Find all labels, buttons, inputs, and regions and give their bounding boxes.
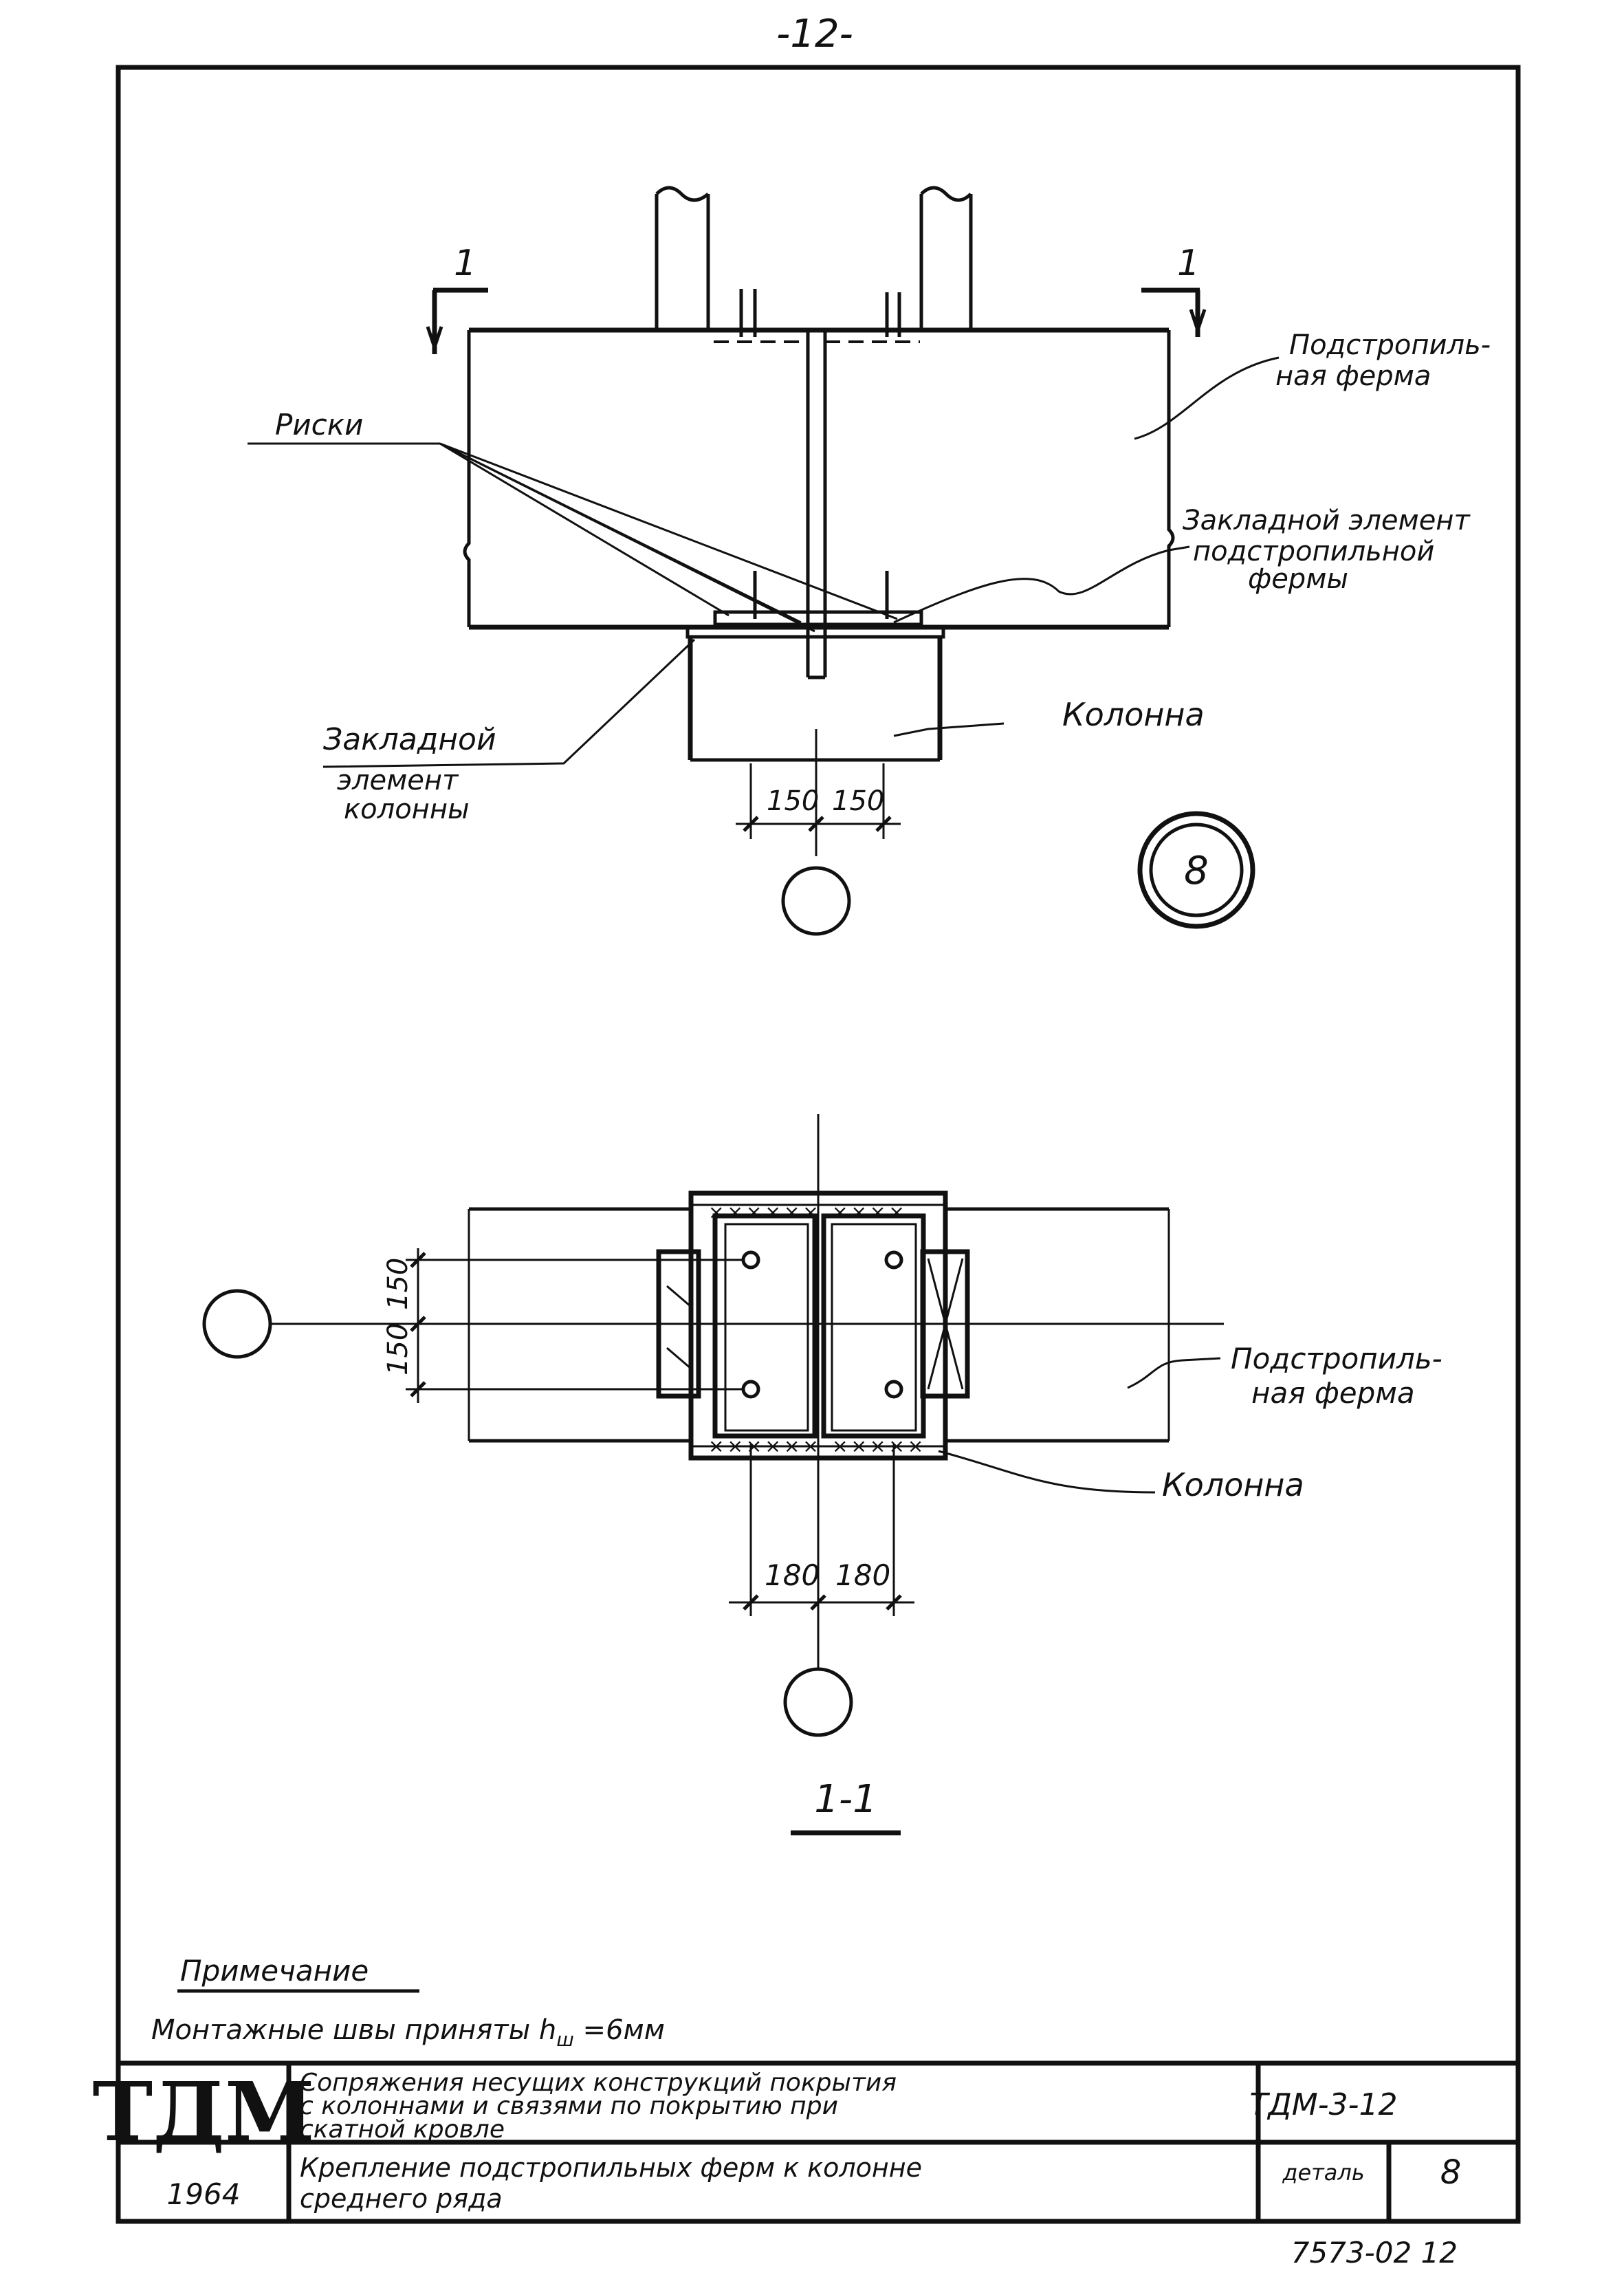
title-block: ТДМ 1964 Сопряжения несущих конструкций … (92, 2060, 1518, 2221)
label-truss-embed-2: подстропильной (1193, 536, 1434, 567)
dim-150-left: 150 (767, 785, 819, 817)
label-column-embed-1: Закладной (323, 722, 496, 757)
dimension-plan-vertical: 150 150 (382, 1248, 743, 1403)
axis-marker-horizontal (202, 1289, 272, 1359)
title-sub-1: Крепление подстропильных ферм к колонне (300, 2153, 922, 2183)
label-truss-embed-3: фермы (1248, 563, 1348, 595)
title-main-2: с колоннами и связями по покрытию при (300, 2092, 838, 2120)
plate-right (821, 1213, 926, 1439)
post-right (919, 186, 973, 330)
page-number: -12- (776, 12, 853, 56)
dimension-elevation: 150 150 (736, 763, 901, 839)
title-main-3: скатной кровле (300, 2115, 505, 2144)
section-title: 1-1 (814, 1777, 877, 1822)
dim-150-upper: 150 (382, 1258, 414, 1310)
bolt (741, 1250, 760, 1270)
svg-text:1: 1 (454, 243, 476, 284)
detail-marker: 8 (1137, 811, 1255, 929)
elevation-view: 1 1 Риски Подстропиль- ная ферма Закладн… (248, 186, 1491, 936)
axis-marker-vertical (783, 1667, 853, 1737)
truss-body (463, 327, 1175, 630)
section-mark-right: 1 (1141, 243, 1207, 337)
bolt (884, 1250, 903, 1270)
dim-180-right: 180 (835, 1558, 890, 1592)
title-sub-2: среднего ряда (300, 2184, 503, 2214)
dimension-plan-horizontal: 180 180 (729, 1444, 914, 1616)
drawing-code: ТДМ-3-12 (1250, 2087, 1398, 2122)
label-column-embed-3: колонны (344, 794, 470, 825)
svg-text:8: 8 (1184, 849, 1209, 893)
label-truss-2: ная ферма (1275, 360, 1431, 392)
logo-tdm: ТДМ (92, 2064, 314, 2159)
section-mark-left: 1 (426, 243, 488, 354)
note-heading: Примечание (180, 1954, 369, 1988)
axis-marker-elevation (781, 866, 851, 936)
year: 1964 (167, 2177, 241, 2211)
title-main-1: Сопряжения несущих конструкций покрытия (300, 2069, 897, 2097)
label-truss-1: Подстропиль- (1289, 329, 1491, 361)
dim-150-right: 150 (832, 785, 884, 817)
bolt (884, 1380, 903, 1399)
section-view: ×××××× ×××× ×××××× ××××× (202, 1114, 1442, 1836)
svg-text:××××××: ×××××× (708, 1201, 822, 1223)
plate-left (712, 1213, 818, 1439)
post-left (655, 186, 710, 330)
bolt (741, 1380, 760, 1399)
column-embed-plate (685, 625, 945, 639)
plan-label-truss-1: Подстропиль- (1231, 1342, 1442, 1375)
svg-text:Монтажные швы приняты hш =6мм: Монтажные швы приняты hш =6мм (151, 2014, 665, 2051)
sheet-frame (116, 65, 1521, 2224)
detail-number: 8 (1440, 2153, 1462, 2192)
label-risks: Риски (275, 408, 363, 442)
note: Примечание Монтажные швы приняты hш =6мм (151, 1954, 665, 2051)
dim-150-lower: 150 (382, 1323, 414, 1375)
dim-180-left: 180 (765, 1558, 820, 1592)
note-value: =6мм (574, 2014, 665, 2046)
plan-label-truss-2: ная ферма (1251, 1376, 1415, 1410)
truss-embed-plate (713, 610, 923, 627)
detail-label: деталь (1282, 2159, 1364, 2186)
label-column-embed-2: элемент (337, 765, 459, 796)
footer-number: 7573-02 12 (1291, 2236, 1458, 2269)
label-truss-embed-1: Закладной элемент (1183, 505, 1471, 536)
svg-text:××××: ×××× (832, 1201, 908, 1223)
note-text: Монтажные швы приняты h (151, 2014, 556, 2046)
plan-label-column: Колонна (1162, 1466, 1304, 1503)
label-column: Колонна (1062, 696, 1205, 733)
leaders-elevation (248, 356, 1280, 768)
svg-text:1: 1 (1177, 243, 1200, 284)
note-subscript: ш (556, 2028, 574, 2051)
